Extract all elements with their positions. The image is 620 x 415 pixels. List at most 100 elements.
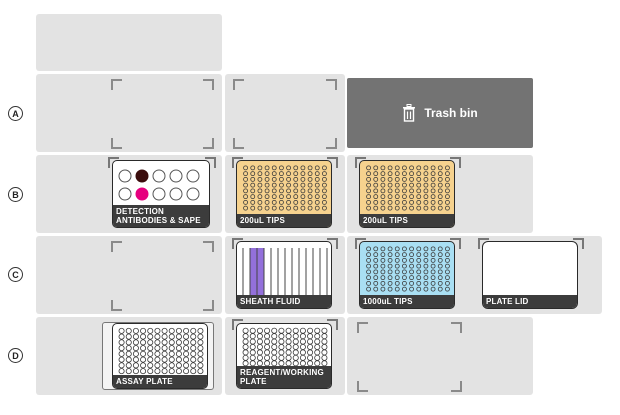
well [373, 188, 379, 194]
deck-slot-a1[interactable] [36, 74, 222, 152]
well [264, 327, 271, 334]
well [243, 199, 248, 205]
well [132, 339, 139, 346]
sheath-fluid-reservoir[interactable]: SHEATH FLUID [236, 241, 332, 309]
well [366, 171, 371, 177]
well [264, 199, 270, 205]
well [307, 171, 313, 177]
well [366, 275, 371, 281]
well [242, 354, 249, 361]
well [118, 362, 125, 369]
well [387, 252, 393, 258]
well [132, 362, 139, 369]
well [154, 362, 161, 369]
well [321, 354, 328, 361]
well [380, 246, 386, 252]
detection-antibodies-reservoir[interactable]: DETECTION ANTIBODIES & SAPE [112, 160, 210, 228]
well [125, 333, 132, 340]
well [132, 368, 139, 375]
well [394, 269, 400, 275]
well [175, 345, 182, 352]
well [423, 286, 429, 292]
tip-rack-200ul-b3[interactable]: 200uL TIPS [359, 160, 455, 228]
well [307, 182, 313, 188]
well [118, 368, 125, 375]
plate-lid[interactable]: PLATE LID [482, 241, 578, 309]
well [286, 165, 291, 171]
well [147, 333, 154, 340]
tip-rack-1000ul[interactable]: 1000uL TIPS [359, 241, 455, 309]
well [366, 194, 371, 200]
well [409, 269, 414, 275]
well [299, 343, 306, 350]
well [402, 286, 407, 292]
well [387, 263, 393, 269]
well [293, 199, 299, 205]
well [437, 171, 443, 177]
well [322, 176, 327, 182]
well [257, 188, 263, 194]
well [380, 194, 386, 200]
deck-slot-top-left[interactable] [36, 14, 222, 71]
well [416, 280, 422, 286]
well [314, 205, 320, 211]
well [183, 362, 190, 369]
labware-label: DETECTION ANTIBODIES & SAPE [113, 205, 209, 227]
well [300, 171, 306, 177]
well [264, 338, 271, 345]
well [445, 176, 450, 182]
assay-plate[interactable]: ASSAY PLATE [112, 323, 208, 389]
well [161, 345, 168, 352]
well [197, 356, 204, 363]
well [373, 252, 379, 258]
well [430, 165, 436, 171]
well [437, 269, 443, 275]
well [387, 194, 393, 200]
well [373, 269, 379, 275]
slot-corner-marker [327, 157, 338, 168]
well [118, 350, 125, 357]
well [314, 333, 321, 340]
well [402, 194, 407, 200]
tip-rack-200ul-b2[interactable]: 200uL TIPS [236, 160, 332, 228]
well [183, 345, 190, 352]
well [264, 205, 270, 211]
well [278, 354, 285, 361]
well [279, 188, 284, 194]
well [430, 263, 436, 269]
tip-grid [366, 246, 450, 292]
deck-slot-a2[interactable] [225, 74, 345, 152]
well [373, 171, 379, 177]
well [154, 333, 161, 340]
tip-grid [243, 165, 327, 211]
well [293, 188, 299, 194]
well [366, 263, 371, 269]
well [271, 176, 277, 182]
well [132, 350, 139, 357]
well [394, 257, 400, 263]
well [387, 165, 393, 171]
slot-corner-marker [326, 79, 337, 90]
well [197, 339, 204, 346]
well [409, 275, 414, 281]
deck-slot-d3[interactable] [347, 317, 533, 395]
well [437, 263, 443, 269]
well [285, 327, 292, 334]
deck-slot-c1[interactable] [36, 236, 222, 314]
well [271, 349, 278, 356]
labware-label: ASSAY PLATE [113, 375, 207, 388]
well [250, 188, 256, 194]
well [409, 286, 414, 292]
well [292, 338, 299, 345]
well [380, 188, 386, 194]
well [168, 339, 175, 346]
well [416, 246, 422, 252]
trash-bin[interactable]: Trash bin [347, 78, 533, 148]
well [402, 182, 407, 188]
well [242, 338, 249, 345]
well-grid [118, 327, 204, 375]
well [416, 188, 422, 194]
labware-label: 200uL TIPS [237, 214, 331, 227]
well [190, 339, 197, 346]
reagent-working-plate[interactable]: REAGENT/WORKING PLATE [236, 323, 332, 389]
